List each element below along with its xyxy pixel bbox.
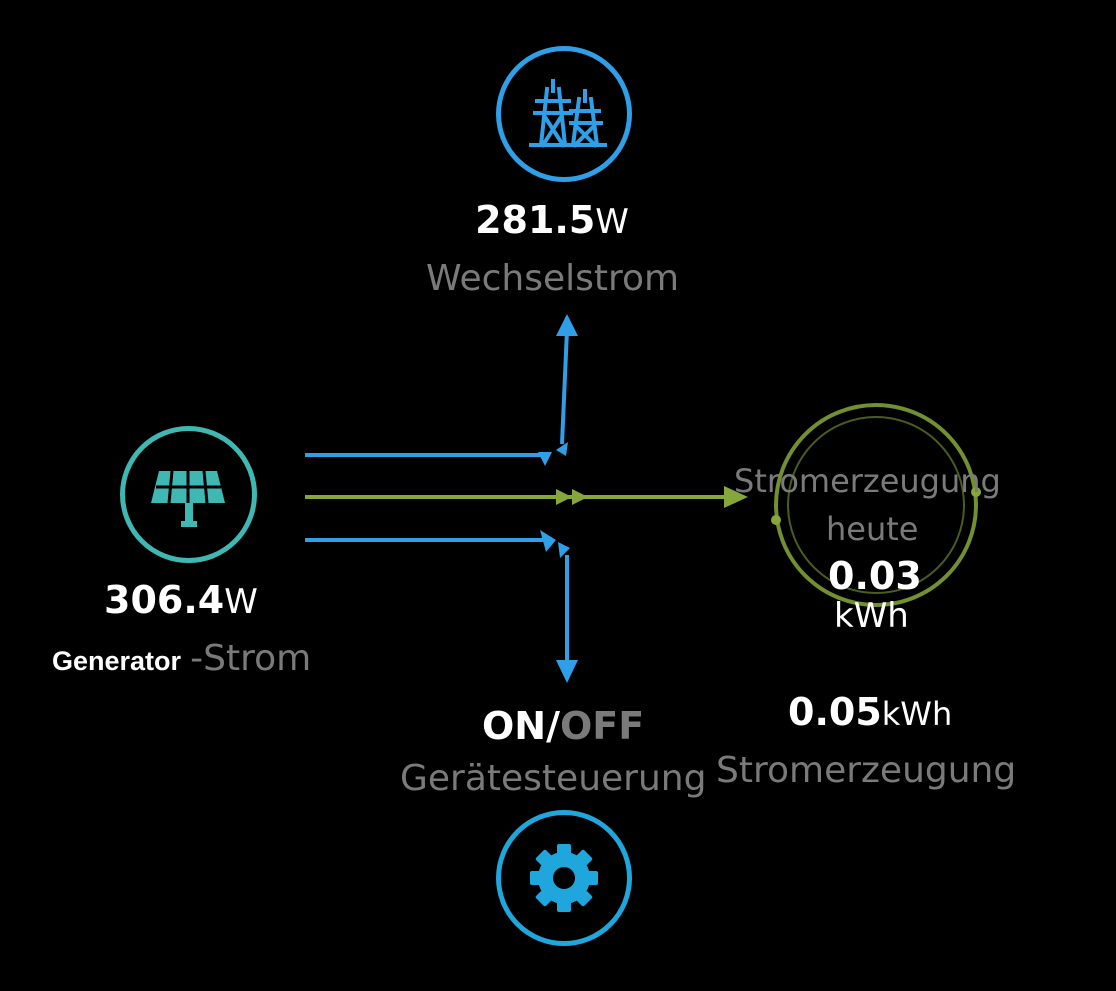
flow-to-device-line bbox=[305, 538, 569, 665]
power-tower-icon bbox=[529, 79, 607, 148]
flow-to-today-mid-arrow-2 bbox=[572, 489, 588, 505]
total-energy-value: 0.05kWh bbox=[788, 690, 952, 734]
solar-label-prefix: Generator bbox=[52, 646, 182, 676]
flow-to-today-arrowhead bbox=[724, 486, 748, 508]
flow-to-grid-mid-arrow-2 bbox=[556, 442, 568, 456]
today-ring-dot-right bbox=[971, 487, 981, 497]
solar-power-number: 306.4 bbox=[104, 578, 225, 622]
today-ring bbox=[774, 403, 978, 607]
solar-label: Generator -Strom bbox=[52, 638, 311, 679]
solar-power-unit: W bbox=[224, 582, 258, 622]
today-label-line1: Stromerzeugung bbox=[734, 462, 1001, 500]
grid-label: Wechselstrom bbox=[426, 258, 680, 299]
grid-power-unit: W bbox=[595, 202, 629, 242]
today-energy-number: 0.03 bbox=[828, 554, 922, 598]
grid-power-value: 281.5W bbox=[0, 198, 1116, 242]
flow-to-grid-line bbox=[305, 329, 569, 457]
gear-icon bbox=[530, 844, 598, 912]
flow-to-device-arrowhead bbox=[556, 660, 578, 683]
solar-label-suffix: -Strom bbox=[190, 638, 312, 679]
today-ring-dot-left bbox=[771, 515, 781, 525]
device-toggle-text[interactable]: ON/OFF bbox=[482, 704, 644, 748]
today-label-line2: heute bbox=[826, 510, 919, 548]
grid-power-number: 281.5 bbox=[475, 198, 596, 242]
flow-to-device-mid-arrow-2 bbox=[558, 542, 570, 558]
flow-to-device-mid-arrow bbox=[540, 530, 556, 552]
today-energy-unit: kWh bbox=[834, 596, 909, 636]
device-off-text: OFF bbox=[560, 704, 645, 748]
solar-power-value: 306.4W bbox=[104, 578, 258, 622]
flow-to-grid-arrowhead bbox=[556, 314, 578, 336]
flow-to-today-mid-arrow-1 bbox=[556, 489, 572, 505]
flow-to-grid-mid-arrow bbox=[538, 452, 552, 466]
grid-node[interactable] bbox=[496, 46, 632, 182]
solar-panel-icon bbox=[151, 470, 225, 527]
total-energy-number: 0.05 bbox=[788, 690, 882, 734]
total-energy-unit: kWh bbox=[881, 695, 953, 733]
solar-node[interactable] bbox=[120, 426, 257, 563]
device-node[interactable] bbox=[496, 810, 632, 946]
total-energy-label: Stromerzeugung bbox=[716, 750, 1017, 791]
device-on-text: ON/ bbox=[482, 704, 560, 748]
device-label: Gerätesteuerung bbox=[400, 758, 707, 799]
